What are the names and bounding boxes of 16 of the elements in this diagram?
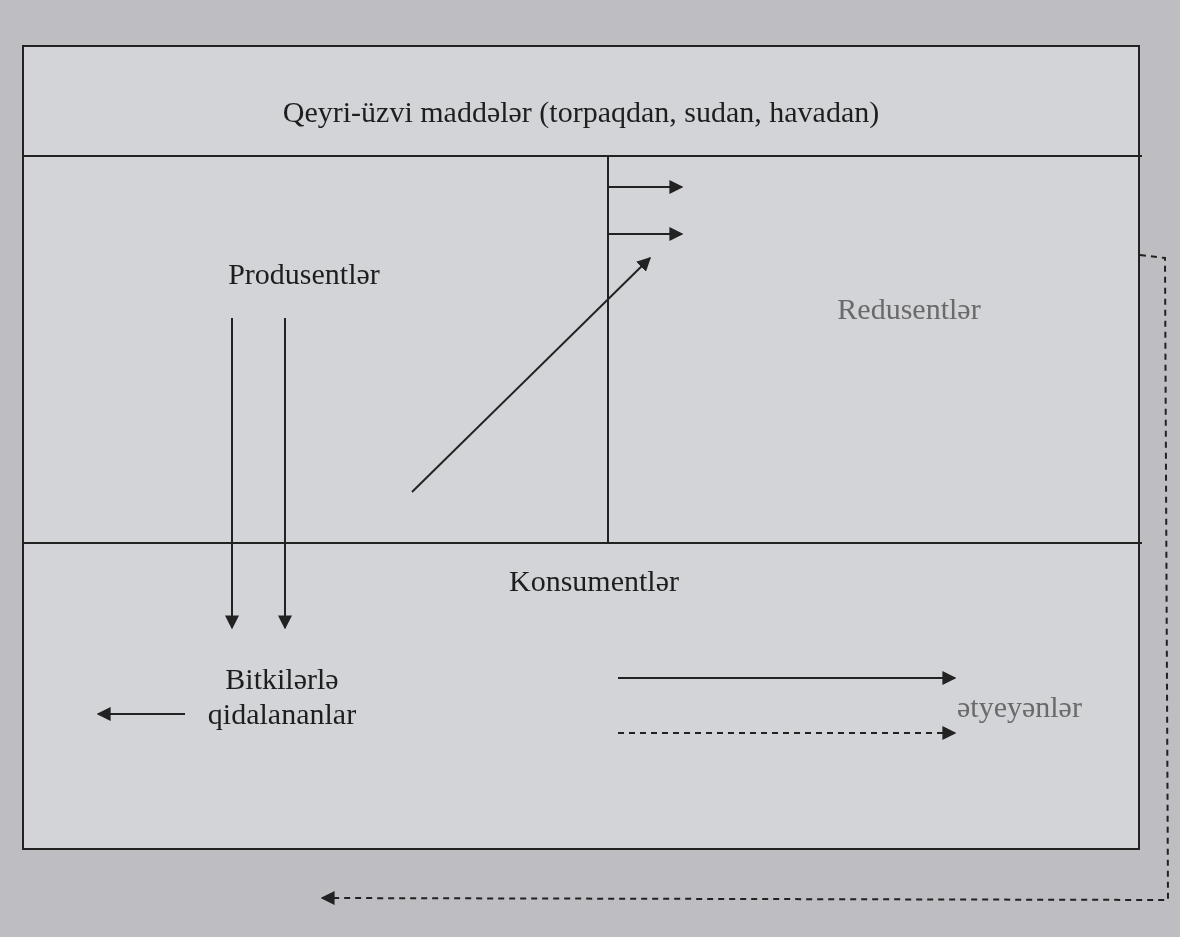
arrow	[411, 257, 651, 493]
arrow	[607, 227, 684, 241]
region-label: Konsumentlər	[508, 564, 680, 599]
arrow	[96, 707, 186, 721]
node-text: ətyeyənlər	[957, 690, 1083, 725]
arrow	[225, 317, 239, 630]
node-text: Bitkilərlə qidalananlar	[206, 662, 358, 731]
arrow	[278, 317, 292, 630]
region-label: Produsentlər	[227, 257, 381, 292]
arrow	[617, 671, 957, 685]
arrow	[320, 254, 1169, 906]
arrow	[617, 726, 957, 740]
header-text: Qeyri-üzvi maddələr (torpaqdan, sudan, havadan)	[281, 95, 881, 130]
arrow	[607, 180, 684, 194]
region-label: Redusentlər	[836, 292, 982, 327]
outer-frame	[22, 45, 1140, 850]
